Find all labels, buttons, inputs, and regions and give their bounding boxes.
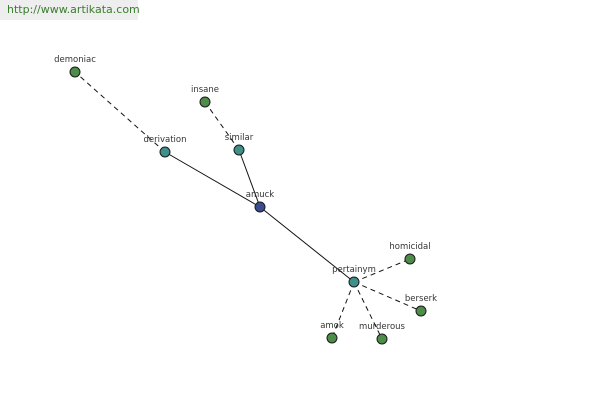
node-pertainym-label: pertainym [332, 265, 376, 275]
node-similar[interactable]: similar [225, 133, 254, 156]
node-derivation[interactable]: derivation [143, 135, 187, 158]
node-berserk-marker[interactable] [415, 305, 427, 317]
node-insane-label: insane [191, 85, 219, 95]
node-murderous-label: murderous [359, 322, 406, 332]
node-demoniac-label: demoniac [54, 55, 96, 65]
graph-nodes: amuck derivation similar pertainym demoniac i… [54, 55, 437, 345]
edge-amuck-pertainym [259, 206, 355, 283]
graph-edges [74, 71, 422, 340]
node-murderous-marker[interactable] [376, 333, 388, 345]
node-similar-label: similar [225, 133, 254, 143]
node-homicidal[interactable]: homicidal [389, 242, 431, 265]
edge-amuck-similar [238, 149, 261, 208]
node-amuck[interactable]: amuck [246, 190, 275, 213]
node-derivation-label: derivation [143, 135, 186, 145]
node-amuck-label: amuck [246, 190, 275, 200]
edge-similar-insane [204, 101, 240, 151]
node-insane[interactable]: insane [191, 85, 219, 108]
edge-pertainym-amok [331, 281, 355, 339]
node-insane-marker[interactable] [199, 96, 211, 108]
node-amok-label: amok [320, 321, 344, 331]
node-berserk-label: berserk [405, 294, 437, 304]
node-demoniac-marker[interactable] [69, 66, 81, 78]
node-similar-marker[interactable] [233, 144, 245, 156]
node-murderous[interactable]: murderous [359, 322, 406, 345]
node-amok-marker[interactable] [326, 332, 338, 344]
edge-amuck-derivation [164, 151, 261, 208]
edge-pertainym-berserk [353, 281, 422, 312]
node-pertainym-marker[interactable] [348, 276, 360, 288]
node-berserk[interactable]: berserk [405, 294, 437, 317]
node-homicidal-label: homicidal [389, 242, 430, 252]
edge-derivation-demoniac [74, 71, 166, 153]
edge-pertainym-homicidal [353, 258, 411, 283]
edge-pertainym-murderous [353, 281, 383, 340]
node-demoniac[interactable]: demoniac [54, 55, 96, 78]
node-amuck-marker[interactable] [254, 201, 266, 213]
node-pertainym[interactable]: pertainym [332, 265, 376, 288]
node-derivation-marker[interactable] [159, 146, 171, 158]
node-amok[interactable]: amok [320, 321, 344, 344]
node-homicidal-marker[interactable] [404, 253, 416, 265]
watermark-link[interactable]: http://www.artikata.com [0, 0, 140, 20]
